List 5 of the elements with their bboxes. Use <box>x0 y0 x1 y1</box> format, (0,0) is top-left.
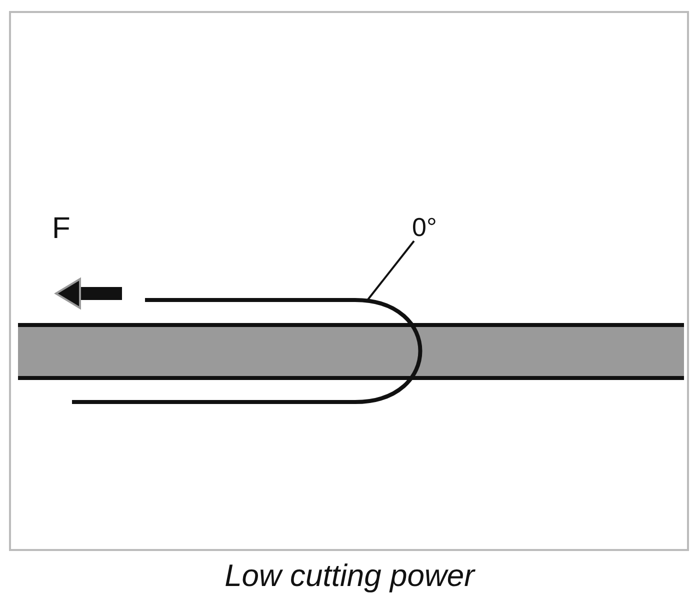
caption: Low cutting power <box>224 558 476 594</box>
angle-label: 0° <box>412 212 437 243</box>
leader-line <box>365 240 415 303</box>
force-label: F <box>52 212 70 246</box>
wire-loop <box>72 298 422 404</box>
